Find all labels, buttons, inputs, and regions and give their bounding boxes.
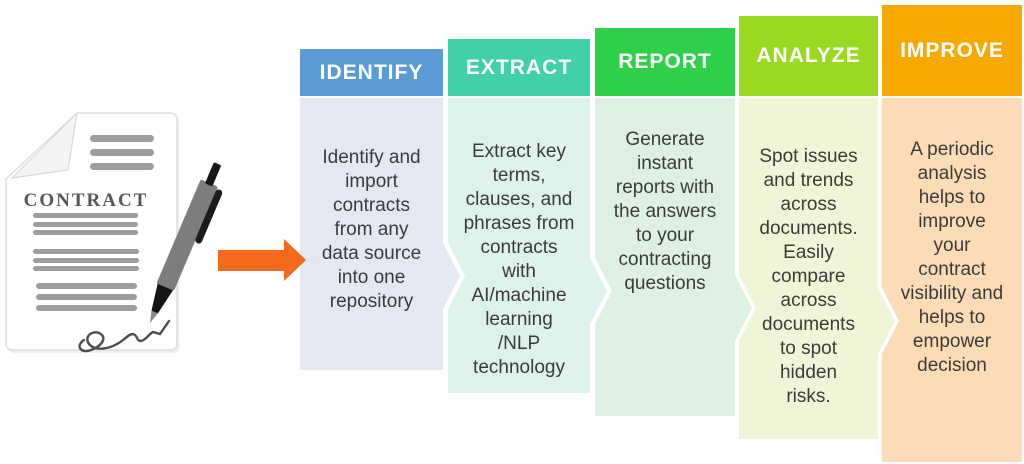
- stage-description: Generate instant reports with the answer…: [613, 129, 717, 294]
- stage-header-identify: IDENTIFY: [300, 49, 443, 96]
- signed-contract-illustration: CONTRACT: [5, 111, 306, 353]
- stage-header-extract: EXTRACT: [448, 39, 590, 96]
- stage-header-report: REPORT: [595, 28, 735, 96]
- pen-icon: [150, 162, 223, 323]
- paper-body-lines: [33, 213, 139, 311]
- stage-body-improve: A periodic analysis helps to improve you…: [882, 98, 1022, 462]
- stage-header-analyze: ANALYZE: [739, 16, 878, 96]
- paper-header-lines: [90, 135, 154, 170]
- stage-header-improve: IMPROVE: [882, 5, 1022, 96]
- stage-label: REPORT: [618, 50, 712, 73]
- stage-body-analyze: Spot issues and trends across documents.…: [739, 98, 895, 439]
- stage-description: A periodic analysis helps to improve you…: [900, 139, 1004, 376]
- stage-description: Identify and import contracts from any d…: [321, 147, 422, 312]
- contract-title: CONTRACT: [24, 190, 149, 211]
- stage-label: ANALYZE: [756, 44, 861, 67]
- stage-label: IDENTIFY: [319, 60, 424, 84]
- stage-body-report: Generate instant reports with the answer…: [595, 98, 752, 416]
- flow-arrow-icon: [218, 239, 306, 281]
- signature-squiggle: [78, 319, 171, 353]
- stage-description: Extract key terms, clauses, and phrases …: [463, 141, 575, 378]
- folded-corner-icon: [10, 111, 78, 179]
- stage-body-extract: Extract key terms, clauses, and phrases …: [448, 98, 607, 393]
- stage-label: EXTRACT: [465, 55, 573, 79]
- stage-description: Spot issues and trends across documents.…: [759, 146, 858, 407]
- stage-label: IMPROVE: [900, 38, 1004, 62]
- stage-body-identify: Identify and import contracts from any d…: [300, 98, 460, 370]
